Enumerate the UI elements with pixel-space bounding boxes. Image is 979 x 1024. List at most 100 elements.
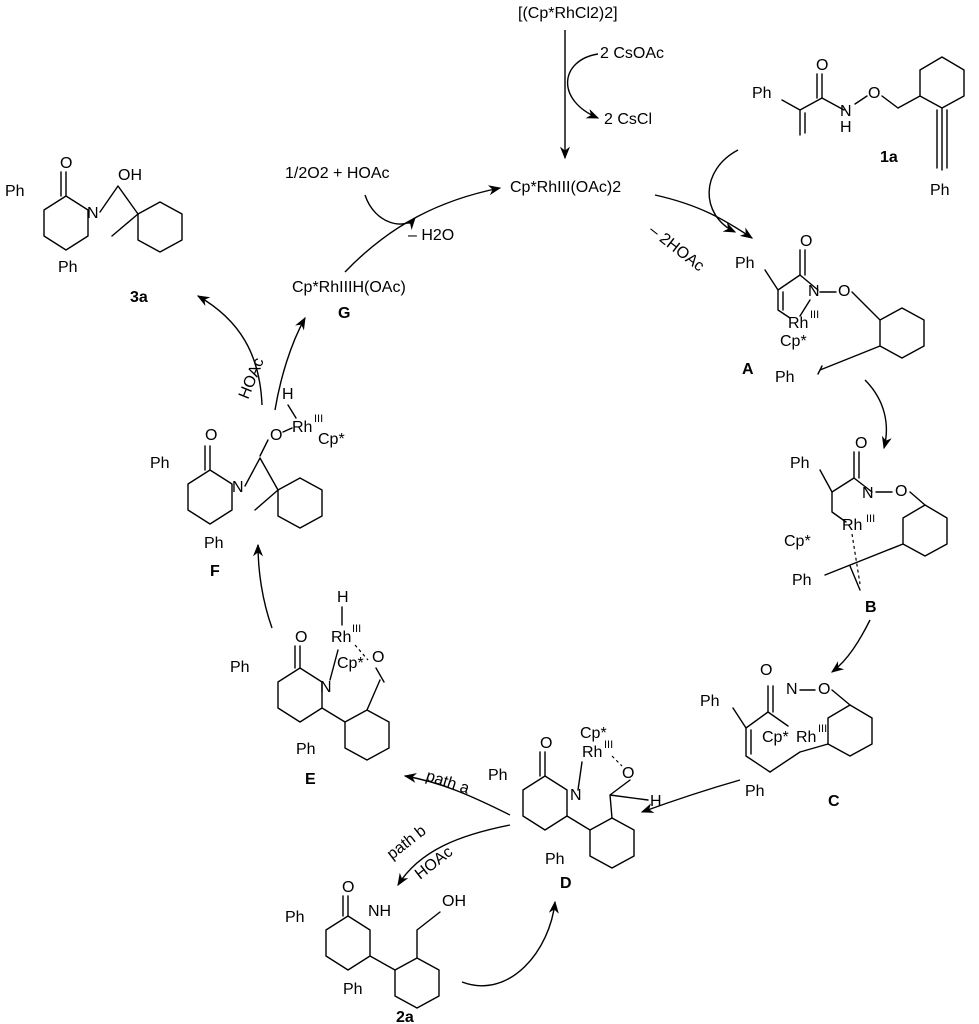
intermediate-A-structure: Ph O N O Rh III Cp* Ph A [735,233,925,386]
svg-text:Ph: Ph [5,183,25,200]
compound-label-C: C [828,793,840,810]
svg-text:O: O [760,662,772,679]
product-2a-structure: O NH Ph Ph OH 2a [285,879,466,1024]
svg-text:O: O [295,629,307,646]
compound-label-3a: 3a [130,289,148,306]
ligand-exchange-arrow [566,53,600,119]
compound-label-D: D [560,875,572,892]
svg-text:Ph: Ph [775,369,795,386]
svg-text:Ph: Ph [735,255,755,272]
compound-label-2a: 2a [396,1009,414,1024]
hoac-protonolysis-D-label: HOAc [412,843,456,883]
2a-to-D-arrow [461,900,559,987]
path-b-label: path b [384,822,430,863]
compound-label-F: F [210,563,220,580]
svg-text:Cp*: Cp* [784,533,811,550]
compound-label-A: A [742,361,754,378]
svg-text:Ph: Ph [752,85,772,102]
svg-text:O: O [372,649,384,666]
svg-text:NH: NH [368,903,391,920]
svg-text:N: N [87,205,99,222]
compound-label-G: G [338,305,350,322]
product-3a-structure: O N Ph Ph OH 3a [5,155,183,306]
water-release-arrow [364,194,416,230]
intermediate-F-structure: H Rh III Cp* O O N Ph Ph F [150,386,345,580]
svg-text:O: O [540,735,552,752]
svg-text:N: N [808,283,820,300]
svg-text:Rh: Rh [582,744,602,761]
path-a-label: path a [424,768,472,798]
G-to-catalyst-arrow [344,185,502,273]
svg-text:OH: OH [118,167,142,184]
path-b-arrow [397,824,511,887]
svg-text:Rh: Rh [331,629,351,646]
svg-text:Ph: Ph [488,767,508,784]
svg-text:Ph: Ph [204,535,224,552]
svg-text:N: N [570,787,582,804]
svg-text:O: O [855,435,867,452]
compound-label-B: B [865,599,877,616]
water-loss-label: – H2O [408,227,454,244]
F-to-3a-arrow [196,295,263,406]
svg-text:Ph: Ph [150,455,170,472]
active-catalyst-label: Cp*RhIII(OAc)2 [510,179,621,196]
svg-text:O: O [895,483,907,500]
svg-text:Rh: Rh [842,517,862,534]
svg-text:H: H [650,793,662,810]
svg-text:III: III [352,623,361,635]
svg-text:N: N [840,103,852,120]
catalyst-precursor-label: [(Cp*RhCl2)2] [518,5,618,22]
svg-text:Cp*: Cp* [762,729,789,746]
path-a-arrow [403,772,511,816]
hoac-release-label: – 2HOAc [646,222,708,275]
intermediate-E-structure: H Rh III Cp* O O N Ph Ph E [230,589,390,788]
svg-text:Rh: Rh [788,315,808,332]
intermediate-C-structure: Ph O N O Cp* Rh III Ph C [700,662,873,810]
svg-text:OH: OH [442,893,466,910]
svg-text:Ph: Ph [343,981,363,998]
svg-text:Ph: Ph [58,259,78,276]
svg-text:N: N [320,679,332,696]
F-to-G-arrow [274,316,306,411]
svg-text:O: O [868,85,880,102]
compound-label-E: E [305,771,316,788]
svg-text:Ph: Ph [930,182,950,199]
svg-text:Cp*: Cp* [318,431,345,448]
svg-text:O: O [60,155,72,172]
svg-text:H: H [337,589,349,606]
svg-text:Ph: Ph [792,572,812,589]
compound-label-1a: 1a [880,149,898,166]
svg-text:H: H [282,386,294,403]
intermediate-B-structure: Ph O N O Rh III Cp* Ph B [784,435,948,616]
svg-text:III: III [818,723,827,735]
svg-text:O: O [818,681,830,698]
svg-text:III: III [810,309,819,321]
svg-text:H: H [840,119,852,136]
svg-text:Ph: Ph [230,659,250,676]
svg-text:III: III [604,739,613,751]
E-to-F-arrow [252,543,273,629]
svg-text:Ph: Ph [296,741,316,758]
intermediate-D-structure: Cp* Rh III O O N Ph Ph H D [488,725,662,892]
substrate-entry-arrow [708,149,739,233]
svg-text:O: O [816,57,828,74]
svg-text:Ph: Ph [745,783,765,800]
svg-text:O: O [622,765,634,782]
svg-text:Ph: Ph [545,851,565,868]
G-formula-label: Cp*RhIIIH(OAc) [292,279,406,296]
svg-text:O: O [838,283,850,300]
svg-text:Cp*: Cp* [780,333,807,350]
svg-text:Rh: Rh [796,729,816,746]
B-to-C-arrow [830,619,871,673]
svg-text:III: III [314,413,323,425]
A-to-B-arrow [864,379,892,450]
oxidant-label: 1/2O2 + HOAc [285,165,390,182]
cmd-arrow [654,194,754,239]
svg-text:Cp*: Cp* [580,725,607,742]
csoac-label: 2 CsOAc [600,45,664,62]
svg-text:Ph: Ph [790,455,810,472]
substrate-1a-structure: Ph O N H O Ph 1a [752,56,965,199]
svg-text:Ph: Ph [285,909,305,926]
svg-text:N: N [232,479,244,496]
